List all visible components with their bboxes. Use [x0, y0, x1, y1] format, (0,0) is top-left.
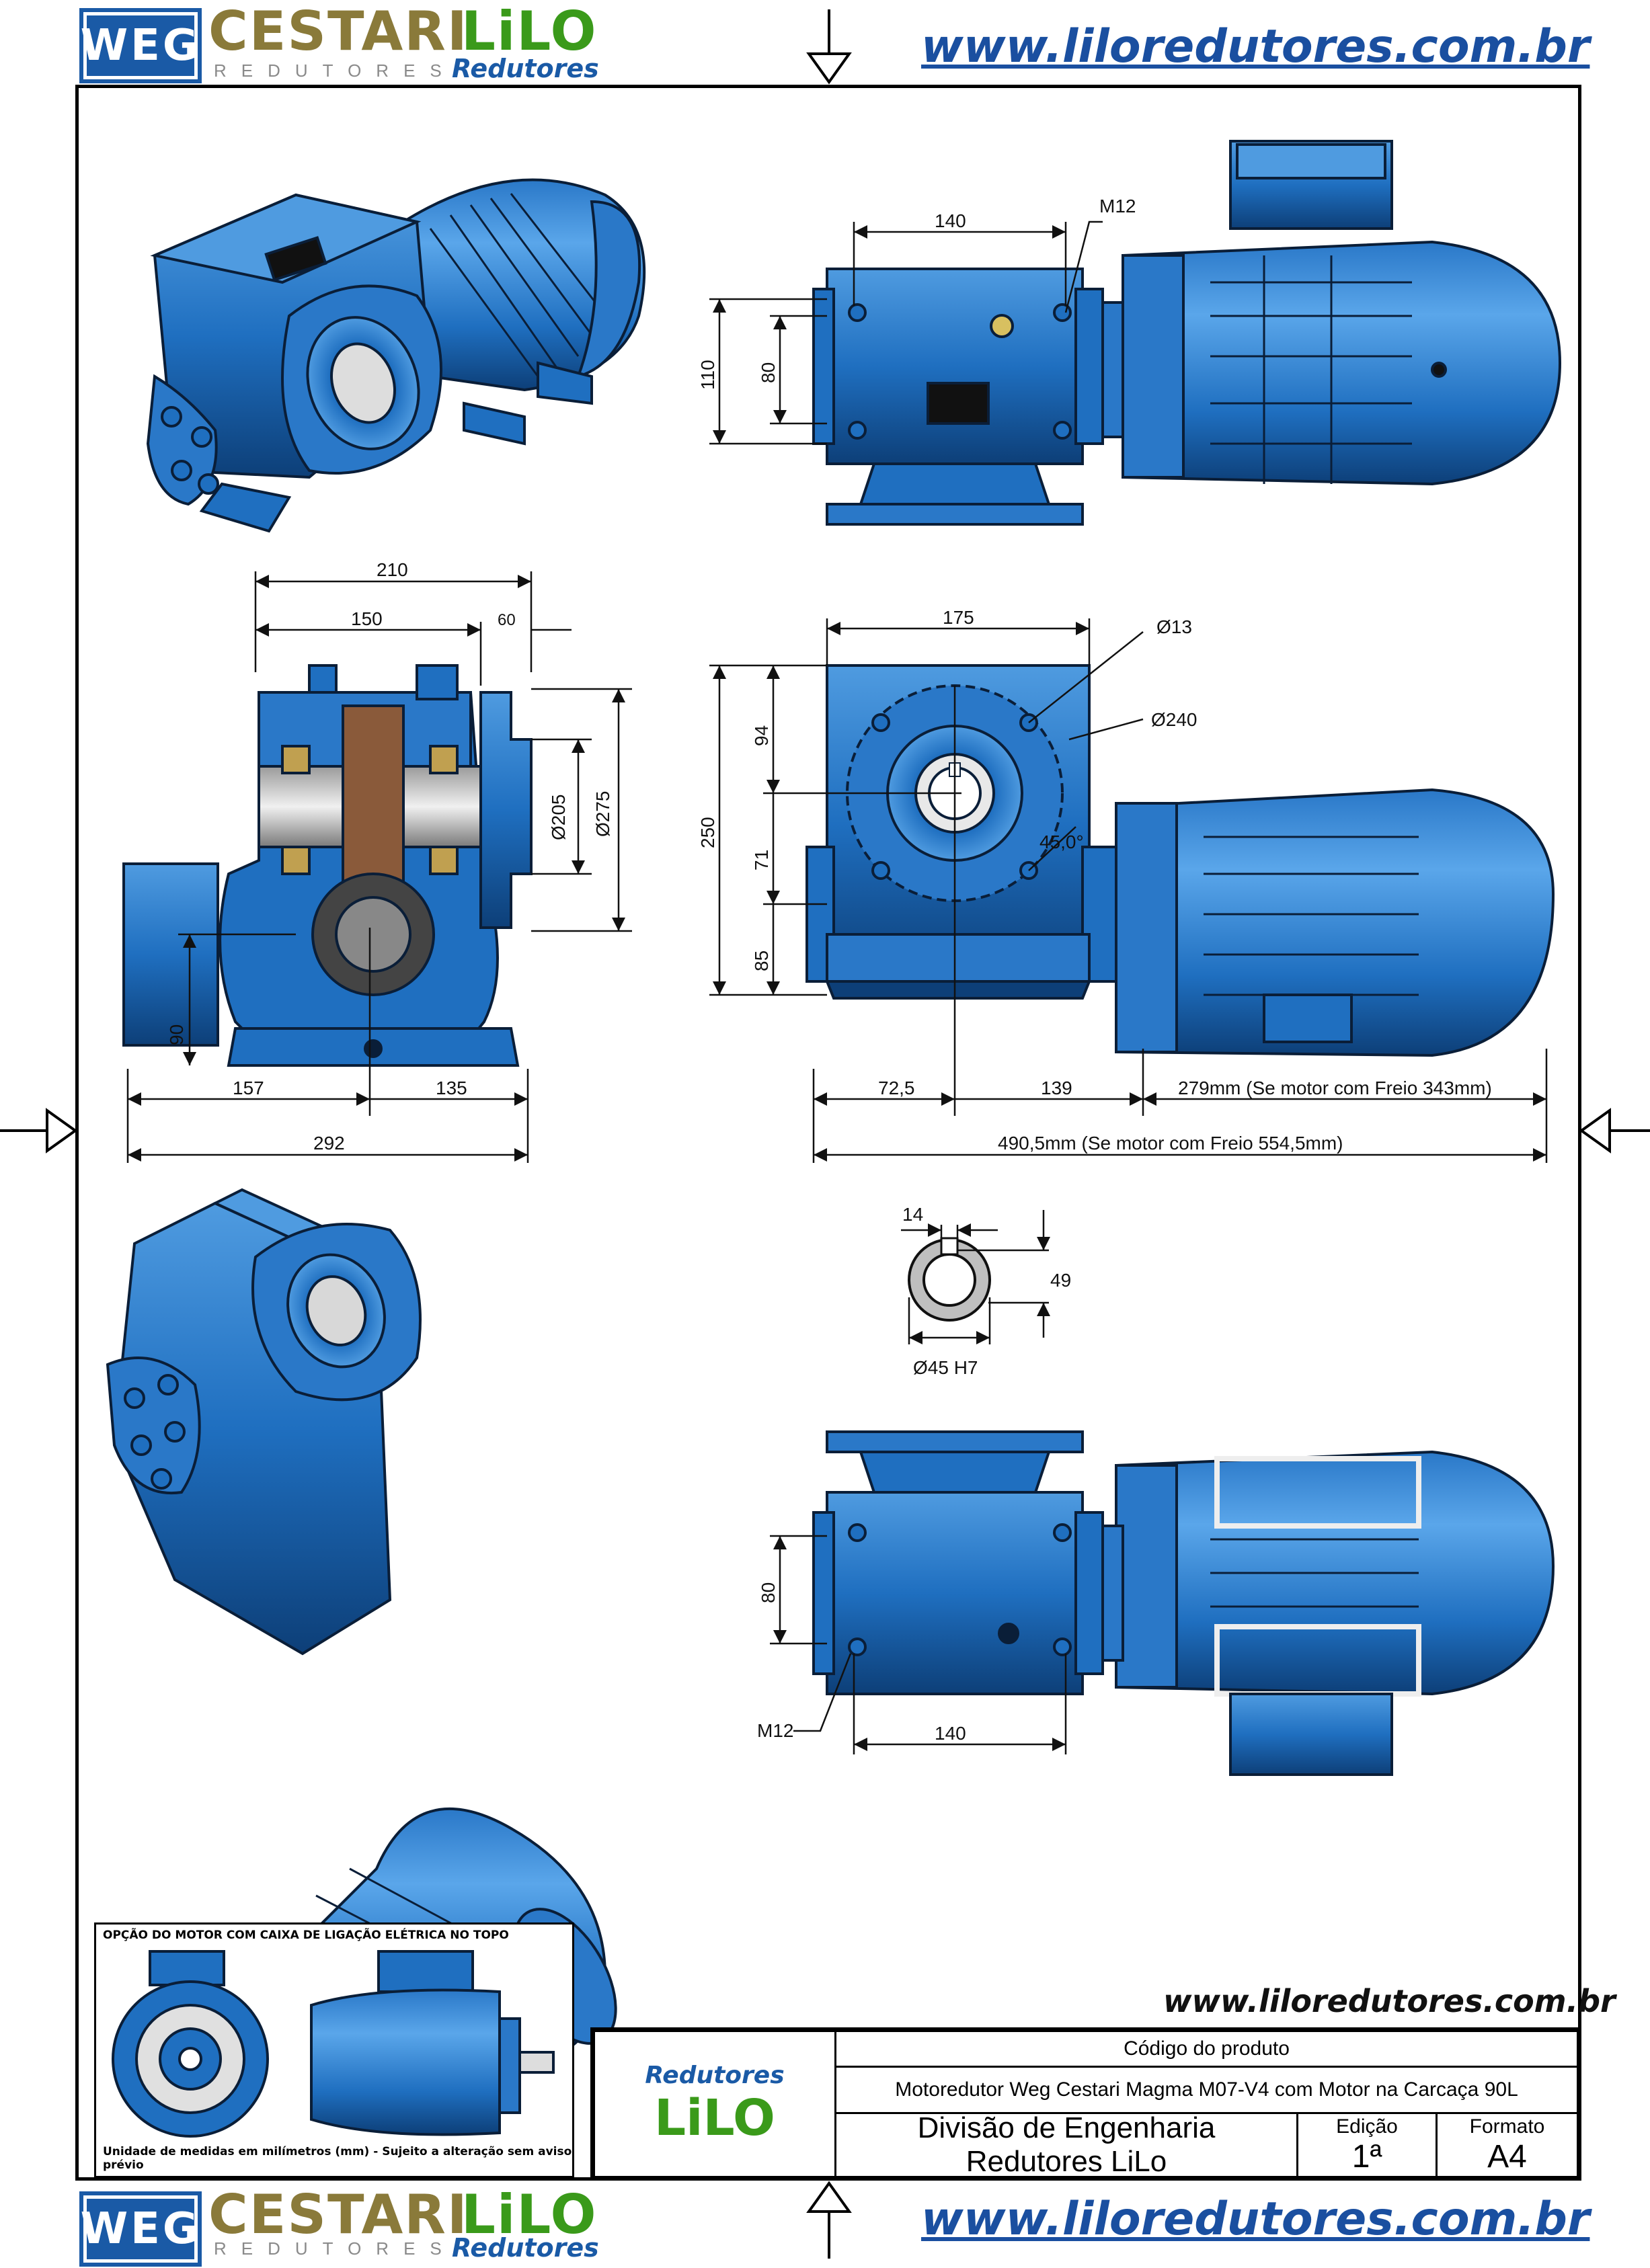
dim-front-250: 250	[697, 817, 718, 848]
title-logo-top: Redutores	[645, 2061, 785, 2089]
format-cell: Formato A4	[1436, 2112, 1579, 2178]
cestari-logo: CESTARI	[208, 0, 469, 63]
dim-top-m12: M12	[1099, 196, 1136, 216]
dim-sec-210: 210	[377, 559, 408, 580]
footer-lilo-subtitle: Redutores	[452, 2233, 599, 2263]
dim-top-80: 80	[758, 362, 779, 383]
dim-front-175: 175	[943, 607, 974, 628]
shaft-detail	[908, 1237, 991, 1322]
edition-cell: Edição 1ª	[1296, 2112, 1438, 2178]
motor-option-title: OPÇÃO DO MOTOR COM CAIXA DE LIGAÇÃO ELÉT…	[103, 1929, 509, 1942]
edition-value: 1ª	[1351, 2138, 1382, 2175]
dim-front-d240: Ø240	[1151, 709, 1197, 730]
top-view	[812, 140, 1562, 526]
dim-front-279: 279mm (Se motor com Freio 343mm)	[1178, 1078, 1492, 1098]
dim-top-140: 140	[935, 210, 966, 231]
footer-cestari-logo: CESTARI	[208, 2183, 469, 2246]
division-line2: Redutores LiLo	[966, 2145, 1167, 2178]
front-view-dims	[709, 618, 1548, 1163]
dim-top-110: 110	[697, 360, 718, 390]
title-logo-main: LiLO	[654, 2089, 775, 2147]
dim-sec-135: 135	[436, 1078, 467, 1098]
bottom-view	[812, 1430, 1555, 1776]
header-url-link[interactable]: www.liloredutores.com.br	[921, 20, 1590, 73]
dim-bot-m12: M12	[757, 1720, 793, 1741]
title-block: Redutores LiLO Código do produto Motored…	[590, 2027, 1581, 2181]
title-block-url-link[interactable]: www.liloredutores.com.br	[1163, 1983, 1616, 2019]
dim-shaft-14: 14	[902, 1204, 923, 1225]
dim-sec-292: 292	[313, 1133, 345, 1153]
product-name: Motoredutor Weg Cestari Magma M07-V4 com…	[834, 2066, 1579, 2114]
dim-shaft-d45: Ø45 H7	[913, 1357, 978, 1378]
front-view	[806, 664, 1555, 1057]
footer-cestari-subtitle: REDUTORES	[214, 2238, 457, 2259]
dim-sec-150: 150	[351, 608, 383, 629]
lilo-logo: LiLO	[461, 0, 598, 63]
dim-sec-157: 157	[233, 1078, 264, 1098]
dim-front-total: 490,5mm (Se motor com Freio 554,5mm)	[998, 1133, 1343, 1153]
title-block-logo: Redutores LiLO	[593, 2030, 836, 2178]
dim-front-d13: Ø13	[1156, 616, 1192, 637]
frame-center-markers	[0, 9, 1650, 2259]
weg-logo: WEG	[79, 8, 202, 83]
dim-bot-140: 140	[935, 1723, 966, 1744]
iso-view-top	[146, 178, 646, 533]
footer-weg-logo: WEG	[79, 2191, 202, 2267]
format-value: A4	[1487, 2138, 1527, 2175]
motor-option-box: OPÇÃO DO MOTOR COM CAIXA DE LIGAÇÃO ELÉT…	[94, 1922, 574, 2178]
division-cell: Divisão de Engenharia Redutores LiLo	[834, 2111, 1298, 2178]
footer-lilo-logo: LiLO	[461, 2183, 598, 2246]
footer-url-link[interactable]: www.liloredutores.com.br	[921, 2193, 1590, 2246]
dim-sec-90: 90	[166, 1024, 187, 1045]
dim-bot-80: 80	[758, 1582, 779, 1603]
dim-front-85: 85	[751, 950, 772, 971]
lilo-subtitle: Redutores	[452, 54, 599, 83]
cestari-subtitle: REDUTORES	[214, 60, 457, 81]
dim-shaft-49: 49	[1050, 1270, 1071, 1291]
product-code-label: Código do produto	[834, 2030, 1579, 2068]
bottom-view-dims	[770, 1535, 1067, 1754]
dim-front-139: 139	[1041, 1078, 1072, 1098]
dim-front-angle: 45,0°	[1039, 832, 1084, 852]
edition-label: Edição	[1336, 2115, 1398, 2138]
motor-option-note: Unidade de medidas em milímetros (mm) - …	[103, 2145, 572, 2172]
motor-option-drawing	[112, 1950, 555, 2138]
dim-sec-d205: Ø205	[548, 795, 569, 841]
dim-sec-60: 60	[498, 611, 516, 629]
section-view-dims	[126, 571, 632, 1163]
dim-front-71: 71	[751, 850, 772, 870]
dim-sec-d275: Ø275	[592, 791, 613, 838]
dim-front-94: 94	[751, 725, 772, 746]
shaft-dims	[901, 1210, 1050, 1344]
top-view-dims	[709, 220, 1103, 445]
division-line1: Divisão de Engenharia	[917, 2111, 1216, 2144]
section-view	[122, 664, 533, 1067]
dim-front-72-5: 72,5	[878, 1078, 915, 1098]
format-label: Formato	[1469, 2115, 1545, 2138]
